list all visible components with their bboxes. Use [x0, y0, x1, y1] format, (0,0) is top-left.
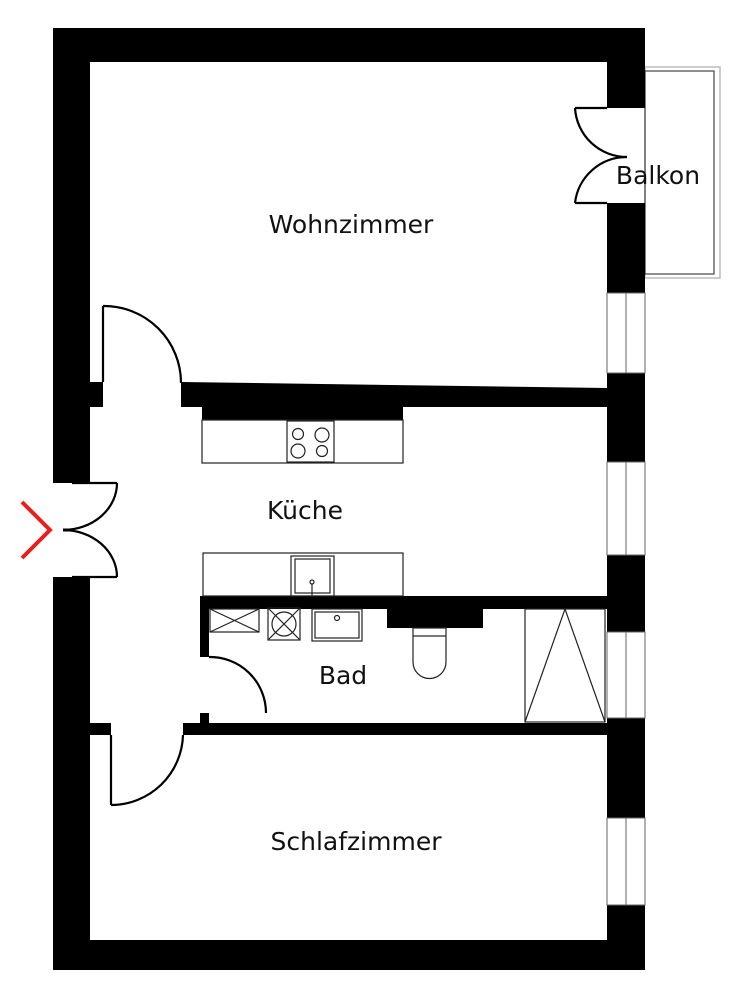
kitchen-counter-top	[201, 419, 404, 464]
shower-cabin	[524, 607, 606, 723]
balcony-outline	[644, 66, 721, 279]
entrance-arrow-icon	[20, 500, 53, 560]
room-label-wohnzimmer: Wohnzimmer	[269, 210, 434, 239]
sink-icon	[290, 555, 335, 597]
room-label-bad: Bad	[319, 661, 367, 690]
outer-walls	[53, 28, 645, 970]
washbasin-icon	[311, 608, 363, 642]
door-entrance[interactable]	[62, 481, 119, 579]
room-label-balkon: Balkon	[616, 161, 700, 190]
door-balcony[interactable]	[573, 106, 628, 205]
washing-machine-icon	[267, 607, 301, 641]
room-label-schlafzimmer: Schlafzimmer	[271, 827, 443, 856]
toilet-icon	[412, 627, 447, 680]
kitchen-counter-bottom	[202, 552, 404, 597]
door-bath[interactable]	[208, 655, 268, 714]
interior-walls	[90, 382, 607, 735]
stove-icon	[290, 427, 330, 459]
door-living-room[interactable]	[101, 304, 183, 384]
room-label-kueche: Küche	[267, 496, 343, 525]
shower-tray-icon	[209, 608, 260, 633]
door-bedroom[interactable]	[109, 734, 185, 807]
windows	[606, 292, 646, 906]
